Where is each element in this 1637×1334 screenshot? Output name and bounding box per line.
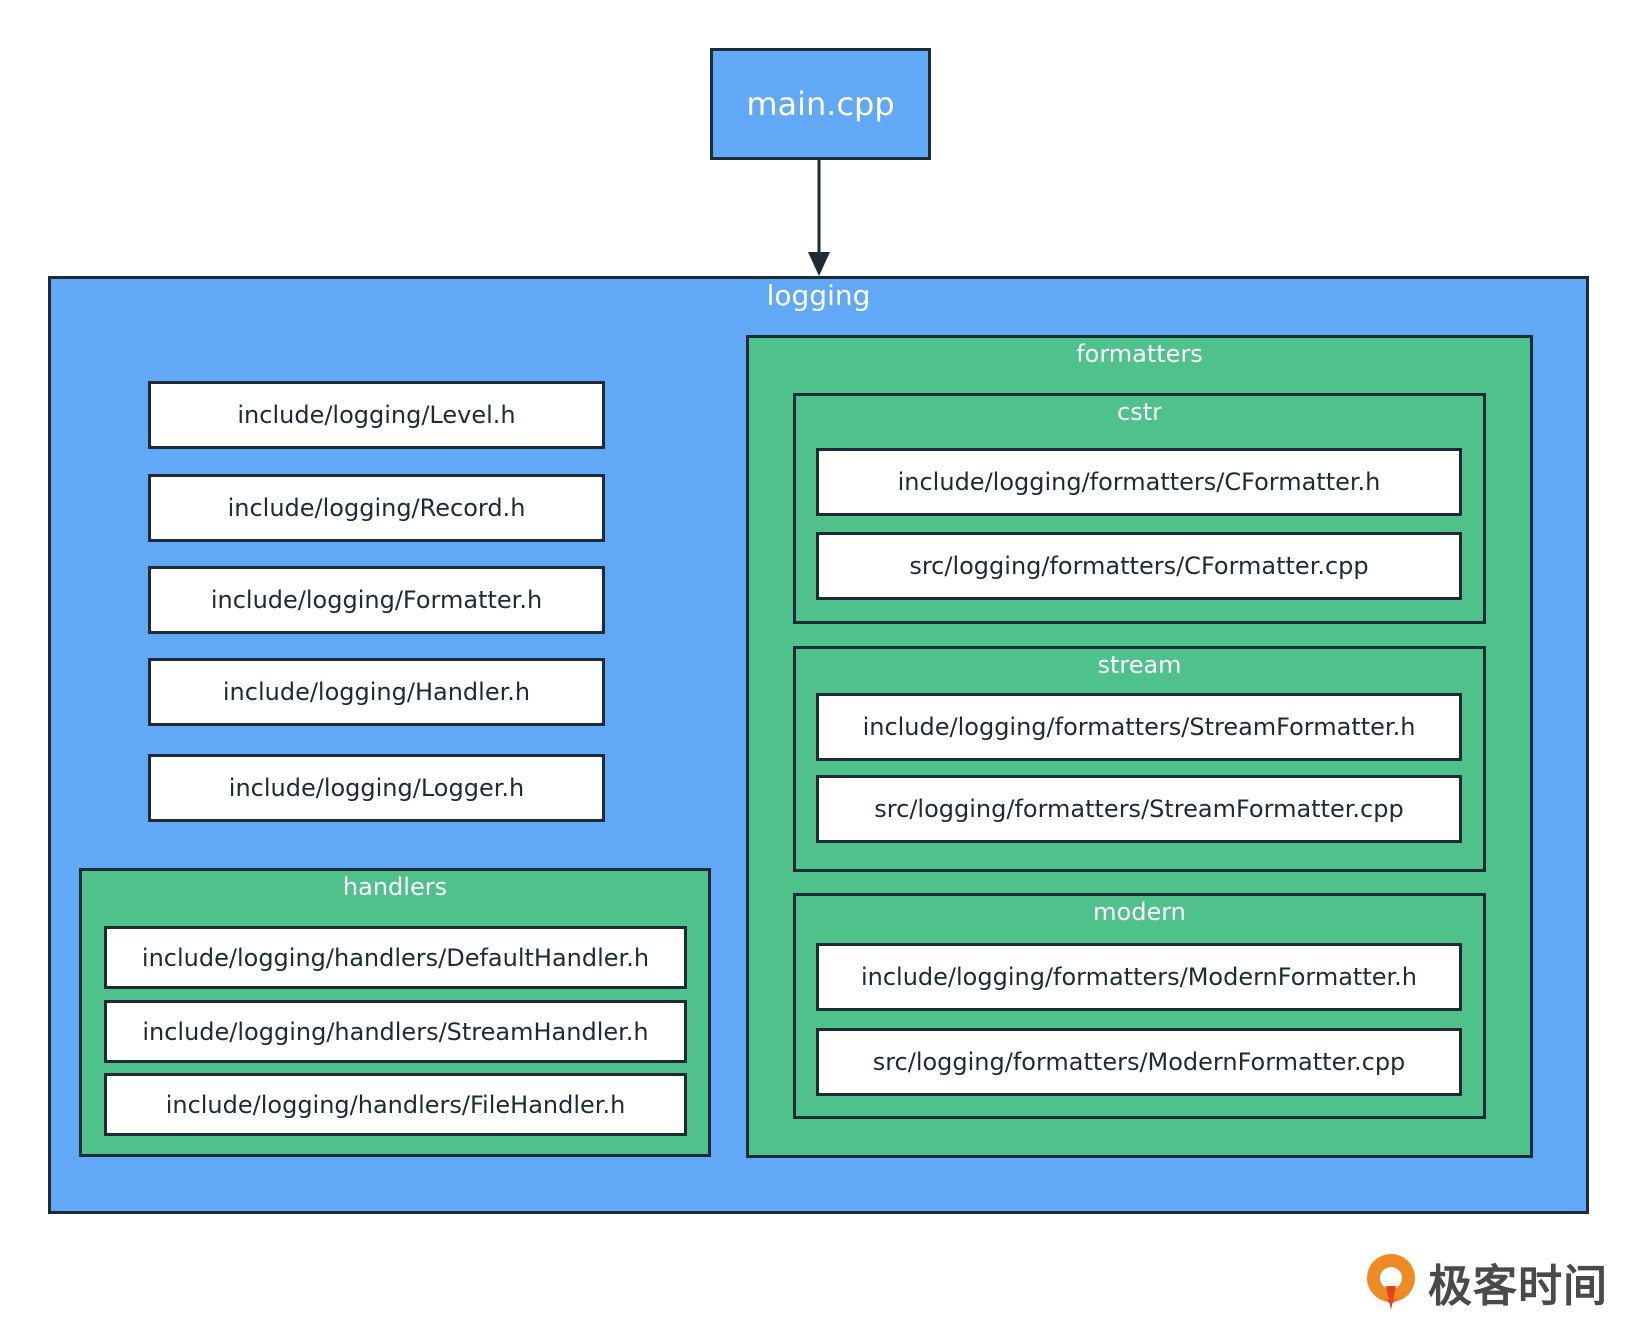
file-label: include/logging/Record.h: [227, 494, 526, 522]
logging-title: logging: [766, 279, 871, 312]
file-record-h: include/logging/Record.h: [148, 474, 605, 542]
geektime-logo-icon: [1367, 1254, 1415, 1310]
file-label: src/logging/formatters/StreamFormatter.c…: [874, 795, 1404, 823]
handlers-title: handlers: [342, 873, 448, 901]
main-cpp-node: main.cpp: [710, 48, 931, 160]
file-label: include/logging/formatters/ModernFormatt…: [860, 963, 1418, 991]
file-cformatter-cpp: src/logging/formatters/CFormatter.cpp: [816, 532, 1462, 600]
file-label: include/logging/Logger.h: [228, 774, 525, 802]
modern-title: modern: [1093, 898, 1186, 926]
file-stream-handler-h: include/logging/handlers/StreamHandler.h: [104, 1000, 687, 1063]
file-label: include/logging/formatters/CFormatter.h: [897, 468, 1381, 496]
logo-text: 极客时间: [1428, 1261, 1608, 1312]
file-default-handler-h: include/logging/handlers/DefaultHandler.…: [104, 926, 687, 989]
main-cpp-label: main.cpp: [746, 85, 895, 123]
file-label: include/logging/Level.h: [237, 401, 516, 429]
file-label: include/logging/Formatter.h: [210, 586, 543, 614]
file-label: include/logging/handlers/StreamHandler.h: [142, 1017, 649, 1046]
file-cformatter-h: include/logging/formatters/CFormatter.h: [816, 448, 1462, 516]
file-streamformatter-cpp: src/logging/formatters/StreamFormatter.c…: [816, 775, 1462, 843]
file-label: include/logging/Handler.h: [222, 678, 531, 706]
file-level-h: include/logging/Level.h: [148, 381, 605, 449]
file-formatter-h: include/logging/Formatter.h: [148, 566, 605, 634]
file-modernformatter-cpp: src/logging/formatters/ModernFormatter.c…: [816, 1028, 1462, 1096]
file-streamformatter-h: include/logging/formatters/StreamFormatt…: [816, 693, 1462, 761]
geektime-logo: 极客时间: [1364, 1250, 1608, 1314]
file-label: src/logging/formatters/CFormatter.cpp: [909, 552, 1369, 580]
file-logger-h: include/logging/Logger.h: [148, 754, 605, 822]
file-label: src/logging/formatters/ModernFormatter.c…: [872, 1048, 1406, 1076]
file-file-handler-h: include/logging/handlers/FileHandler.h: [104, 1073, 687, 1136]
file-handler-h: include/logging/Handler.h: [148, 658, 605, 726]
cstr-title: cstr: [1117, 398, 1162, 426]
arrow-head: [808, 252, 830, 276]
formatters-title: formatters: [1076, 340, 1203, 368]
file-modernformatter-h: include/logging/formatters/ModernFormatt…: [816, 943, 1462, 1011]
file-label: include/logging/formatters/StreamFormatt…: [862, 713, 1416, 741]
file-label: include/logging/handlers/FileHandler.h: [165, 1090, 626, 1119]
stream-title: stream: [1097, 651, 1182, 679]
file-label: include/logging/handlers/DefaultHandler.…: [141, 943, 650, 972]
